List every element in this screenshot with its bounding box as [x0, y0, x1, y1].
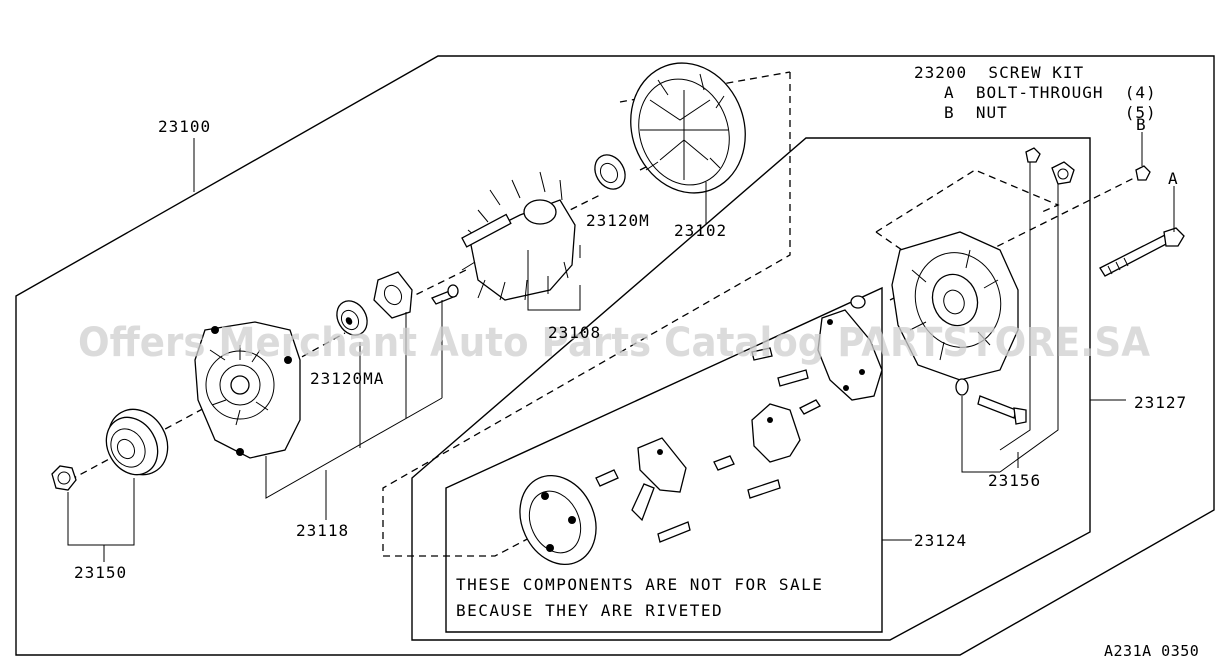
- screw-kit-item-a: A BOLT-THROUGH (4): [944, 83, 1157, 102]
- label-23156: 23156: [988, 471, 1041, 490]
- rear-axis-line: [889, 174, 1141, 301]
- leader-lines: [67, 132, 1175, 562]
- pulley-part: [105, 408, 169, 476]
- cover-disc-part: [519, 474, 597, 566]
- label-23120ma: 23120MA: [310, 369, 384, 388]
- watermark-text: Offers Merchant Auto Parts Catalog PARTS…: [78, 320, 1150, 366]
- nut-part-c: [1051, 161, 1075, 185]
- label-23100: 23100: [158, 117, 211, 136]
- label-23108: 23108: [548, 323, 601, 342]
- notice-line-1: THESE COMPONENTS ARE NOT FOR SALE: [456, 575, 823, 594]
- screw-part-1: [777, 369, 809, 387]
- screw-kit-title: 23200 SCREW KIT: [914, 63, 1084, 82]
- rotor-part: [461, 171, 576, 301]
- label-23127: 23127: [1134, 393, 1187, 412]
- nut-part-a: [1135, 165, 1151, 181]
- screw-part-3: [713, 455, 735, 471]
- screw-part-6: [657, 521, 691, 543]
- label-ref-b: B: [1136, 115, 1147, 134]
- screw-part-2: [799, 399, 821, 415]
- brush-holder-part: [631, 437, 687, 522]
- rear-housing-part: [891, 231, 1019, 381]
- washer-part: [955, 378, 969, 396]
- front-housing-part: [194, 321, 301, 459]
- label-23102: 23102: [674, 221, 727, 240]
- screw-kit-item-b: B NUT (5): [944, 103, 1157, 122]
- retainer-plate-part: [373, 271, 413, 319]
- label-23150: 23150: [74, 563, 127, 582]
- rectifier-plate-part: [817, 309, 883, 401]
- rear-bearing-part: [594, 154, 626, 190]
- label-ref-a: A: [1168, 169, 1179, 188]
- stud-part: [751, 347, 773, 361]
- rear-assembly-frame: [411, 137, 1091, 641]
- dashed-boundary: [382, 72, 791, 557]
- label-23120m: 23120M: [586, 211, 650, 230]
- regulator-part: [751, 403, 801, 463]
- bolt-part-23156: [977, 395, 1027, 425]
- pulley-nut-part: [51, 465, 77, 491]
- assembly-frame: [15, 55, 1215, 656]
- screw-part-5: [595, 469, 619, 487]
- figure-code: A231A 0350: [1104, 642, 1199, 660]
- through-bolt-part: [1099, 227, 1185, 277]
- label-23124: 23124: [914, 531, 967, 550]
- notice-line-2: BECAUSE THEY ARE RIVETED: [456, 601, 723, 620]
- screw-part-4: [747, 479, 781, 499]
- label-23118: 23118: [296, 521, 349, 540]
- regulator-frame: [445, 286, 883, 633]
- washer-part-2: [850, 295, 866, 309]
- stator-part: [630, 62, 746, 194]
- center-axis-line: [69, 159, 661, 481]
- retainer-screw-part: [431, 284, 459, 305]
- front-bearing-part: [336, 300, 368, 336]
- nut-part-b: [1025, 147, 1041, 163]
- dashed-boundary-rear: [875, 169, 1060, 233]
- dashed-boundary-rear-2: [875, 231, 903, 251]
